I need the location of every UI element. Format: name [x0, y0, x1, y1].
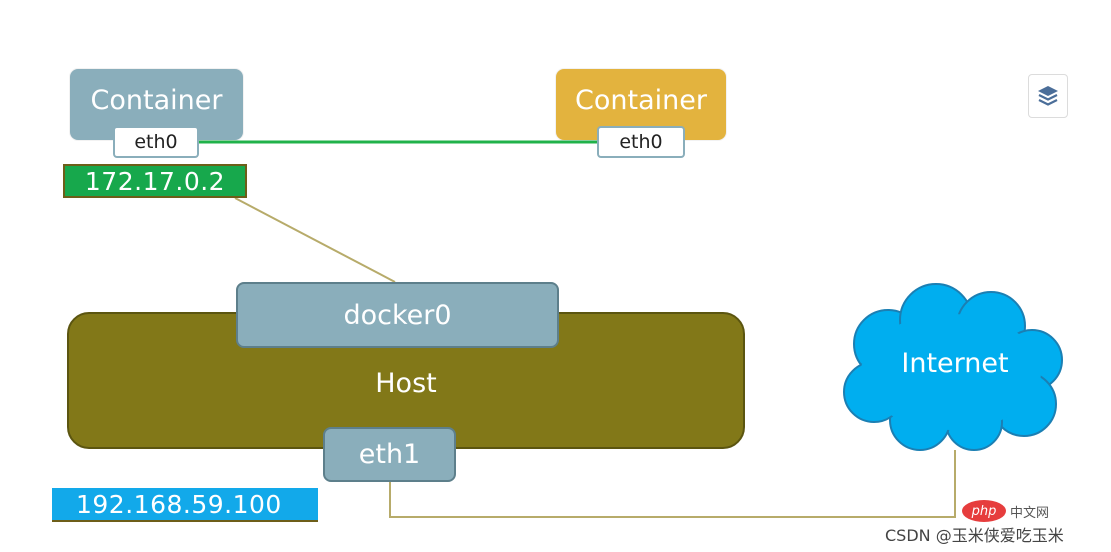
- container-right-eth0: eth0: [597, 126, 685, 158]
- container-ip-text: 172.17.0.2: [84, 166, 226, 196]
- docker0-bridge: docker0: [236, 282, 559, 348]
- internet-cloud: [836, 282, 1066, 452]
- csdn-watermark: CSDN @玉米侠爱吃玉米: [885, 526, 1064, 545]
- container-right: Container: [556, 69, 726, 140]
- php-logo-text: php: [971, 503, 997, 519]
- container-left-eth0-label: eth0: [134, 131, 178, 153]
- container-left: Container: [70, 69, 243, 140]
- host-eth1: eth1: [323, 427, 456, 482]
- internet-label: Internet: [901, 347, 1009, 379]
- container-right-eth0-label: eth0: [619, 131, 663, 153]
- php-logo: php: [962, 500, 1006, 522]
- container-left-title: Container: [90, 85, 223, 116]
- eth1-label: eth1: [358, 439, 421, 470]
- container-to-docker0-link: [234, 197, 396, 283]
- container-ip-label: 172.17.0.2: [63, 164, 247, 198]
- host-ip-text: 192.168.59.100: [76, 489, 282, 519]
- container-right-title: Container: [575, 85, 707, 116]
- eth1-to-internet-link: [389, 450, 956, 518]
- host-ip-label: 192.168.59.100: [52, 488, 318, 522]
- layers-icon: [1038, 86, 1058, 106]
- layers-button[interactable]: [1028, 74, 1068, 118]
- php-site-text: 中文网: [1010, 506, 1050, 521]
- host-title: Host: [375, 368, 437, 399]
- cloud-icon: [843, 283, 1063, 451]
- container-left-eth0: eth0: [113, 126, 199, 158]
- docker0-label: docker0: [343, 299, 452, 331]
